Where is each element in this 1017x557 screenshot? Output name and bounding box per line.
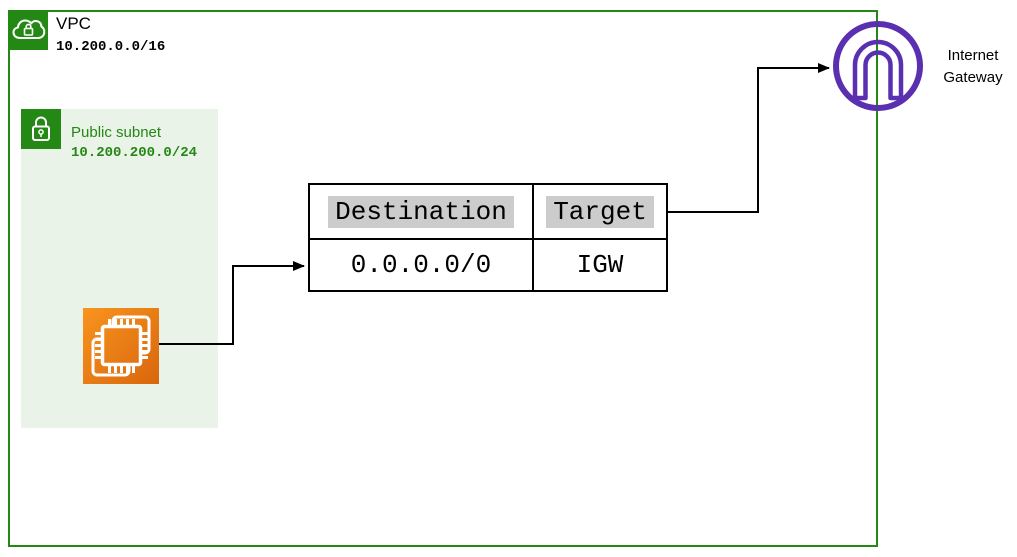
ec2-instance-icon [83, 308, 159, 384]
route-table-header-destination: Destination [310, 185, 532, 238]
route-table-cell-destination: 0.0.0.0/0 [310, 238, 532, 290]
internet-gateway-label: Internet Gateway [943, 47, 1003, 86]
route-table: Destination Target 0.0.0.0/0 IGW [308, 183, 668, 292]
internet-gateway-icon [833, 21, 923, 111]
public-subnet-cidr: 10.200.200.0/24 [71, 145, 198, 161]
route-target-value: IGW [576, 250, 624, 280]
ec2-instance-node [83, 308, 159, 384]
internet-gateway-node [830, 18, 926, 114]
public-subnet-badge [21, 109, 61, 149]
vpc-container [8, 10, 878, 547]
route-table-header-target: Target [532, 185, 666, 238]
vpc-label: VPC [56, 14, 91, 33]
route-destination-value: 0.0.0.0/0 [350, 250, 492, 280]
public-subnet-label: Public subnet [71, 124, 162, 141]
padlock-icon [32, 116, 50, 141]
vpc-badge [8, 10, 48, 50]
route-table-cell-target: IGW [532, 238, 666, 290]
cloud-lock-icon [12, 19, 46, 39]
vpc-cidr: 10.200.0.0/16 [56, 39, 166, 55]
header-highlight: Destination [328, 195, 514, 228]
header-highlight: Target [546, 195, 654, 228]
